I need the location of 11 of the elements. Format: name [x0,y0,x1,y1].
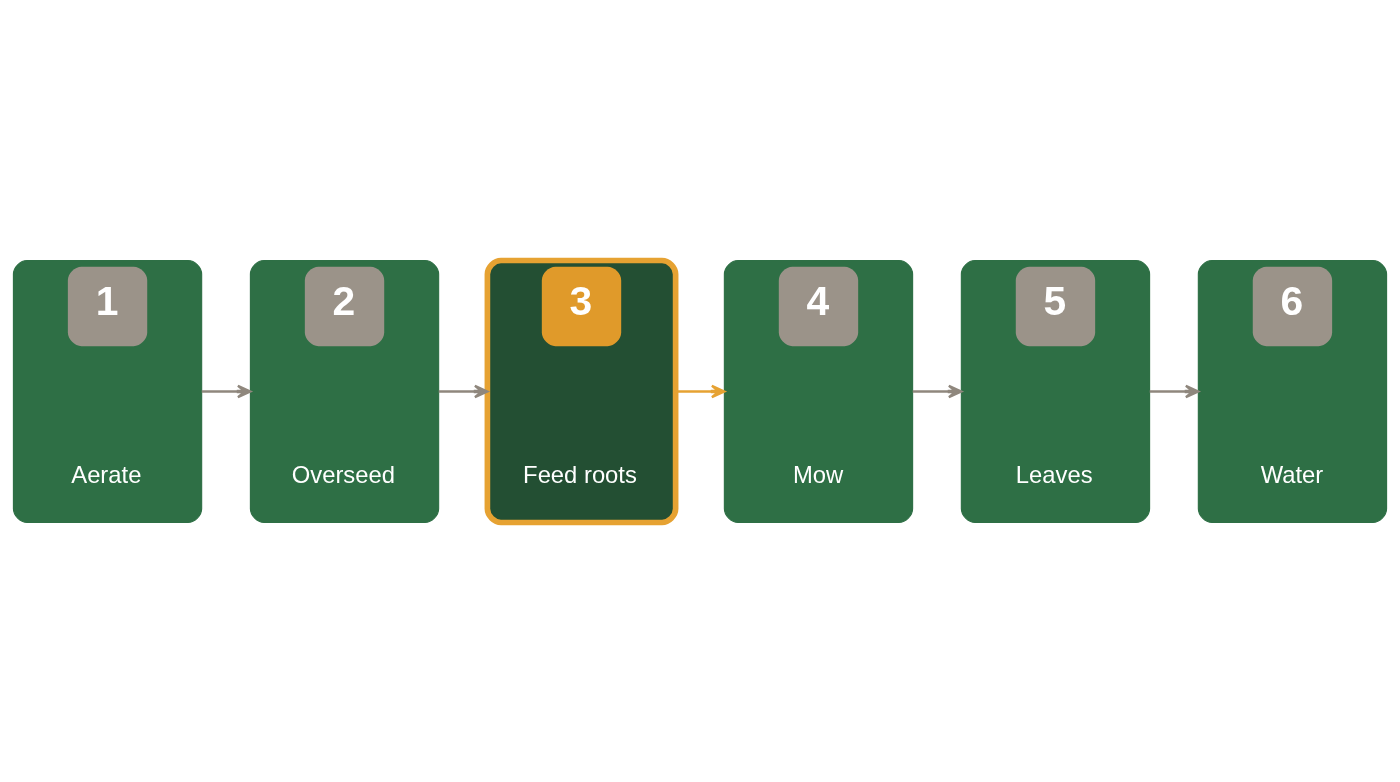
arrow [912,384,963,398]
arrow [438,384,489,398]
node-box: 5 Leaves [960,259,1151,523]
arrow [1149,384,1200,398]
arrow [201,384,252,398]
arrow [675,384,726,398]
node-box: 2 Overseed [249,259,440,523]
node-box: 6 Water [1197,259,1388,523]
node-box: 4 Mow [723,259,914,523]
node-box: 3 Feed roots [484,257,679,525]
node-box: 1 Aerate [12,259,203,523]
